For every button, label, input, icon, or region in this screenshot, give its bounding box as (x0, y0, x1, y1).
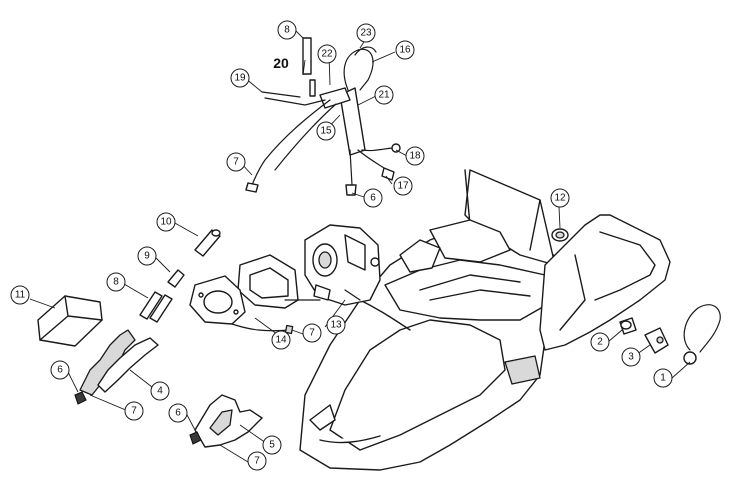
callout-7d: 7 (247, 451, 267, 471)
callout-4: 4 (150, 381, 170, 401)
fitting-2 (619, 317, 637, 335)
svg-text:22: 22 (321, 49, 333, 60)
callout-22: 22 (317, 44, 337, 64)
svg-text:2: 2 (597, 337, 603, 348)
wiring-harness (245, 37, 401, 196)
svg-text:7: 7 (233, 157, 239, 168)
svg-text:15: 15 (320, 126, 332, 137)
svg-text:21: 21 (378, 90, 390, 101)
svg-text:8: 8 (284, 25, 290, 36)
plug-3 (644, 327, 669, 354)
spring-bracket-4 (74, 329, 159, 405)
callout-13: 13 (326, 315, 346, 335)
callout-23: 23 (356, 23, 376, 43)
svg-text:6: 6 (370, 193, 376, 204)
callout-8b: 8 (106, 272, 126, 292)
callout-6a: 6 (363, 188, 383, 208)
block-11 (37, 295, 103, 347)
svg-text:7: 7 (309, 328, 315, 339)
svg-text:19: 19 (234, 73, 246, 84)
callout-2: 2 (590, 332, 610, 352)
svg-text:8: 8 (113, 277, 119, 288)
callout-11: 11 (10, 285, 30, 305)
sleeve-10 (194, 229, 221, 257)
callout-6b: 6 (50, 360, 70, 380)
callout-3: 3 (621, 347, 641, 367)
svg-text:11: 11 (15, 290, 26, 301)
svg-text:5: 5 (269, 440, 275, 451)
wire-loop-1 (683, 304, 721, 365)
callout-15: 15 (316, 121, 336, 141)
callout-5: 5 (262, 435, 282, 455)
callout-14: 14 (271, 330, 291, 350)
svg-text:6: 6 (57, 365, 63, 376)
callout-6c: 6 (168, 403, 188, 423)
callout-1: 1 (653, 368, 673, 388)
svg-text:10: 10 (160, 217, 172, 228)
svg-text:7: 7 (254, 456, 260, 467)
svg-text:14: 14 (275, 335, 287, 346)
svg-text:18: 18 (409, 151, 421, 162)
sleeve-9 (167, 269, 185, 288)
sleeves-8-lower (139, 291, 173, 323)
grommet-12 (551, 228, 569, 242)
callout-8a: 8 (277, 20, 297, 40)
main-housing (299, 169, 671, 471)
callout-7a: 7 (226, 152, 246, 172)
svg-text:13: 13 (330, 320, 342, 331)
svg-text:6: 6 (175, 408, 181, 419)
svg-text:3: 3 (628, 352, 634, 363)
svg-text:17: 17 (397, 181, 409, 192)
callout-10: 10 (156, 212, 176, 232)
callout-17: 17 (393, 176, 413, 196)
svg-text:4: 4 (157, 386, 163, 397)
carburetor (304, 224, 381, 306)
svg-text:23: 23 (360, 28, 372, 39)
callout-7b: 7 (302, 323, 322, 343)
callout-20: 20 (273, 55, 289, 71)
svg-text:1: 1 (660, 373, 666, 384)
spring-bracket-5 (189, 394, 263, 448)
callout-7c: 7 (124, 401, 144, 421)
flange-gasket (189, 275, 294, 335)
svg-text:7: 7 (131, 406, 137, 417)
callout-16: 16 (395, 40, 415, 60)
svg-text:12: 12 (554, 193, 566, 204)
leader-lines (29, 29, 691, 463)
callout-19: 19 (230, 68, 250, 88)
callout-9: 9 (137, 246, 157, 266)
callout-18: 18 (405, 146, 425, 166)
callout-12: 12 (550, 188, 570, 208)
svg-text:16: 16 (399, 45, 411, 56)
svg-text:9: 9 (144, 251, 150, 262)
callout-21: 21 (374, 85, 394, 105)
